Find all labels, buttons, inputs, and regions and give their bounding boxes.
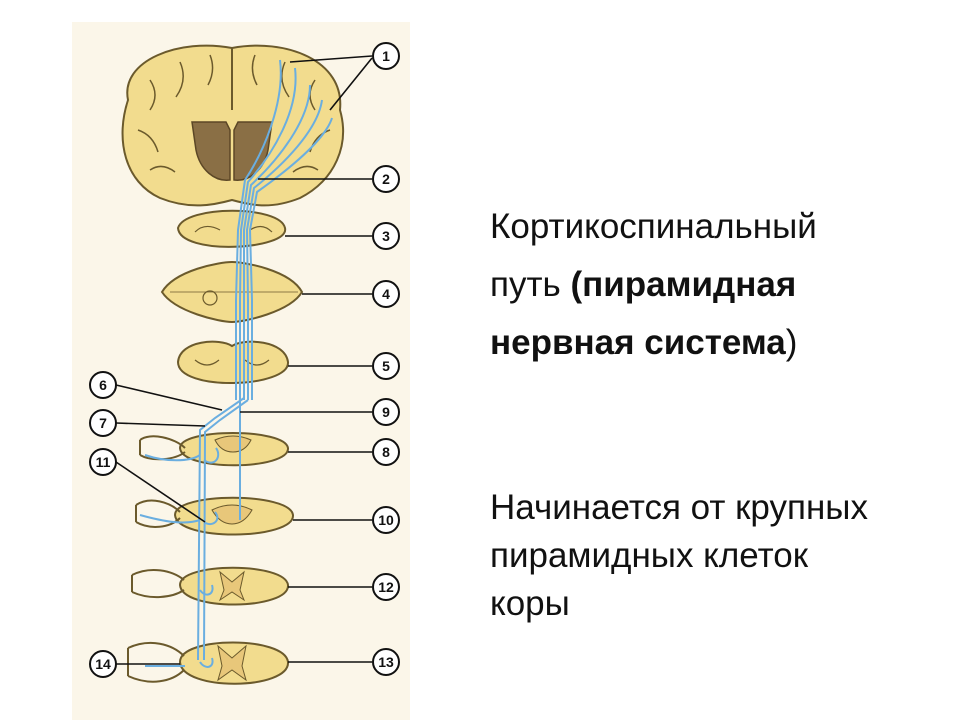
svg-text:9: 9	[382, 404, 390, 420]
brain-section	[121, 44, 345, 207]
title-line-3: нервная система)	[490, 314, 930, 372]
callout-4: 4	[372, 280, 400, 308]
svg-text:8: 8	[382, 444, 390, 460]
callout-8: 8	[372, 438, 400, 466]
svg-text:4: 4	[382, 286, 390, 302]
corticospinal-tract-diagram: 1 2 3 4 5 6 7 8 9 10 11 12 13 14	[72, 22, 410, 720]
svg-text:6: 6	[99, 377, 107, 393]
ventricles	[191, 121, 231, 181]
title-line-3-bold: нервная система	[490, 323, 786, 362]
svg-text:5: 5	[382, 358, 390, 374]
svg-text:1: 1	[382, 48, 390, 64]
title-line-2-plain: путь	[490, 265, 571, 304]
callout-11: 11	[89, 448, 117, 476]
callout-1: 1	[372, 42, 400, 70]
medulla-section	[176, 340, 290, 384]
description-line-2: пирамидных клеток	[490, 536, 809, 575]
callout-13: 13	[372, 648, 400, 676]
callout-10: 10	[372, 506, 400, 534]
leader-lines	[115, 55, 373, 665]
title-line-1: Кортикоспинальный	[490, 207, 817, 246]
svg-text:10: 10	[378, 512, 394, 528]
callout-6: 6	[89, 371, 117, 399]
slide-description: Начинается от крупных пирамидных клеток …	[490, 484, 930, 628]
title-line-2-bold: (пирамидная	[570, 265, 797, 304]
callout-2: 2	[372, 165, 400, 193]
callout-7: 7	[89, 409, 117, 437]
svg-text:2: 2	[382, 171, 390, 187]
callout-14: 14	[89, 650, 117, 678]
spinal-segment-sacral	[127, 641, 290, 685]
pons-section	[160, 260, 304, 324]
svg-text:12: 12	[378, 579, 394, 595]
callout-9: 9	[372, 398, 400, 426]
svg-text:13: 13	[378, 654, 394, 670]
description-line-1: Начинается от крупных	[490, 488, 868, 527]
slide-title: Кортикоспинальный путь (пирамидная нервн…	[490, 198, 930, 372]
tract-fibers	[139, 59, 333, 668]
callout-3: 3	[372, 222, 400, 250]
svg-text:7: 7	[99, 415, 107, 431]
callout-5: 5	[372, 352, 400, 380]
callout-12: 12	[372, 573, 400, 601]
title-line-3-plain: )	[785, 323, 798, 362]
description-line-3: коры	[490, 584, 570, 623]
svg-text:14: 14	[95, 656, 111, 672]
svg-text:3: 3	[382, 228, 390, 244]
title-line-2: путь (пирамидная	[490, 256, 930, 314]
svg-text:11: 11	[96, 454, 111, 470]
midbrain-section	[176, 209, 287, 248]
